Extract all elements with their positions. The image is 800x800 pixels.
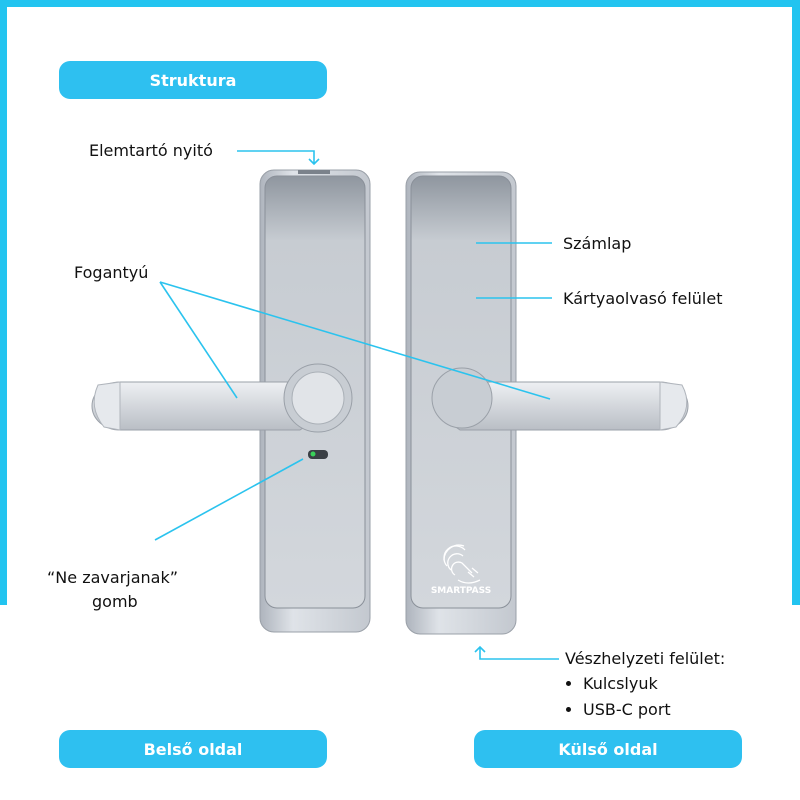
callout-card-reader: Kártyaolvasó felület [563,289,723,308]
fingerprint-logo-icon [443,544,481,584]
callout-lines [154,150,559,660]
emergency-arrow [474,645,559,660]
dnd-line [154,458,304,541]
inner-side-banner: Belső oldal [59,730,327,768]
emergency-items-list: Kulcslyuk USB-C port [560,671,671,723]
list-item: USB-C port [583,697,671,723]
outer-lock-plate: SMARTPASS [405,171,689,635]
frame-border-left [0,0,7,605]
callout-keypad: Számlap [563,234,632,253]
callout-battery-opener: Elemtartó nyitó [89,141,213,160]
frame-border-top [0,0,800,7]
handle-line-inner [159,281,238,399]
callout-dnd-line1: “Ne zavarjanak” [47,568,178,587]
frame-border-right [792,0,800,605]
battery-opener-arrow [237,150,320,166]
inner-lock-plate [91,169,371,633]
inner-handle [91,381,315,431]
callout-dnd-line2: gomb [92,592,138,611]
list-item: Kulcslyuk [583,671,671,697]
callout-handle: Fogantyú [74,263,149,282]
battery-cover-tab [298,170,330,174]
title-banner: Struktura [59,61,327,99]
brand-logo: SMARTPASS [431,586,491,596]
outer-side-banner: Külső oldal [474,730,742,768]
handle-line-outer [159,281,551,400]
callout-emergency: Vészhelyzeti felület: [565,649,726,668]
